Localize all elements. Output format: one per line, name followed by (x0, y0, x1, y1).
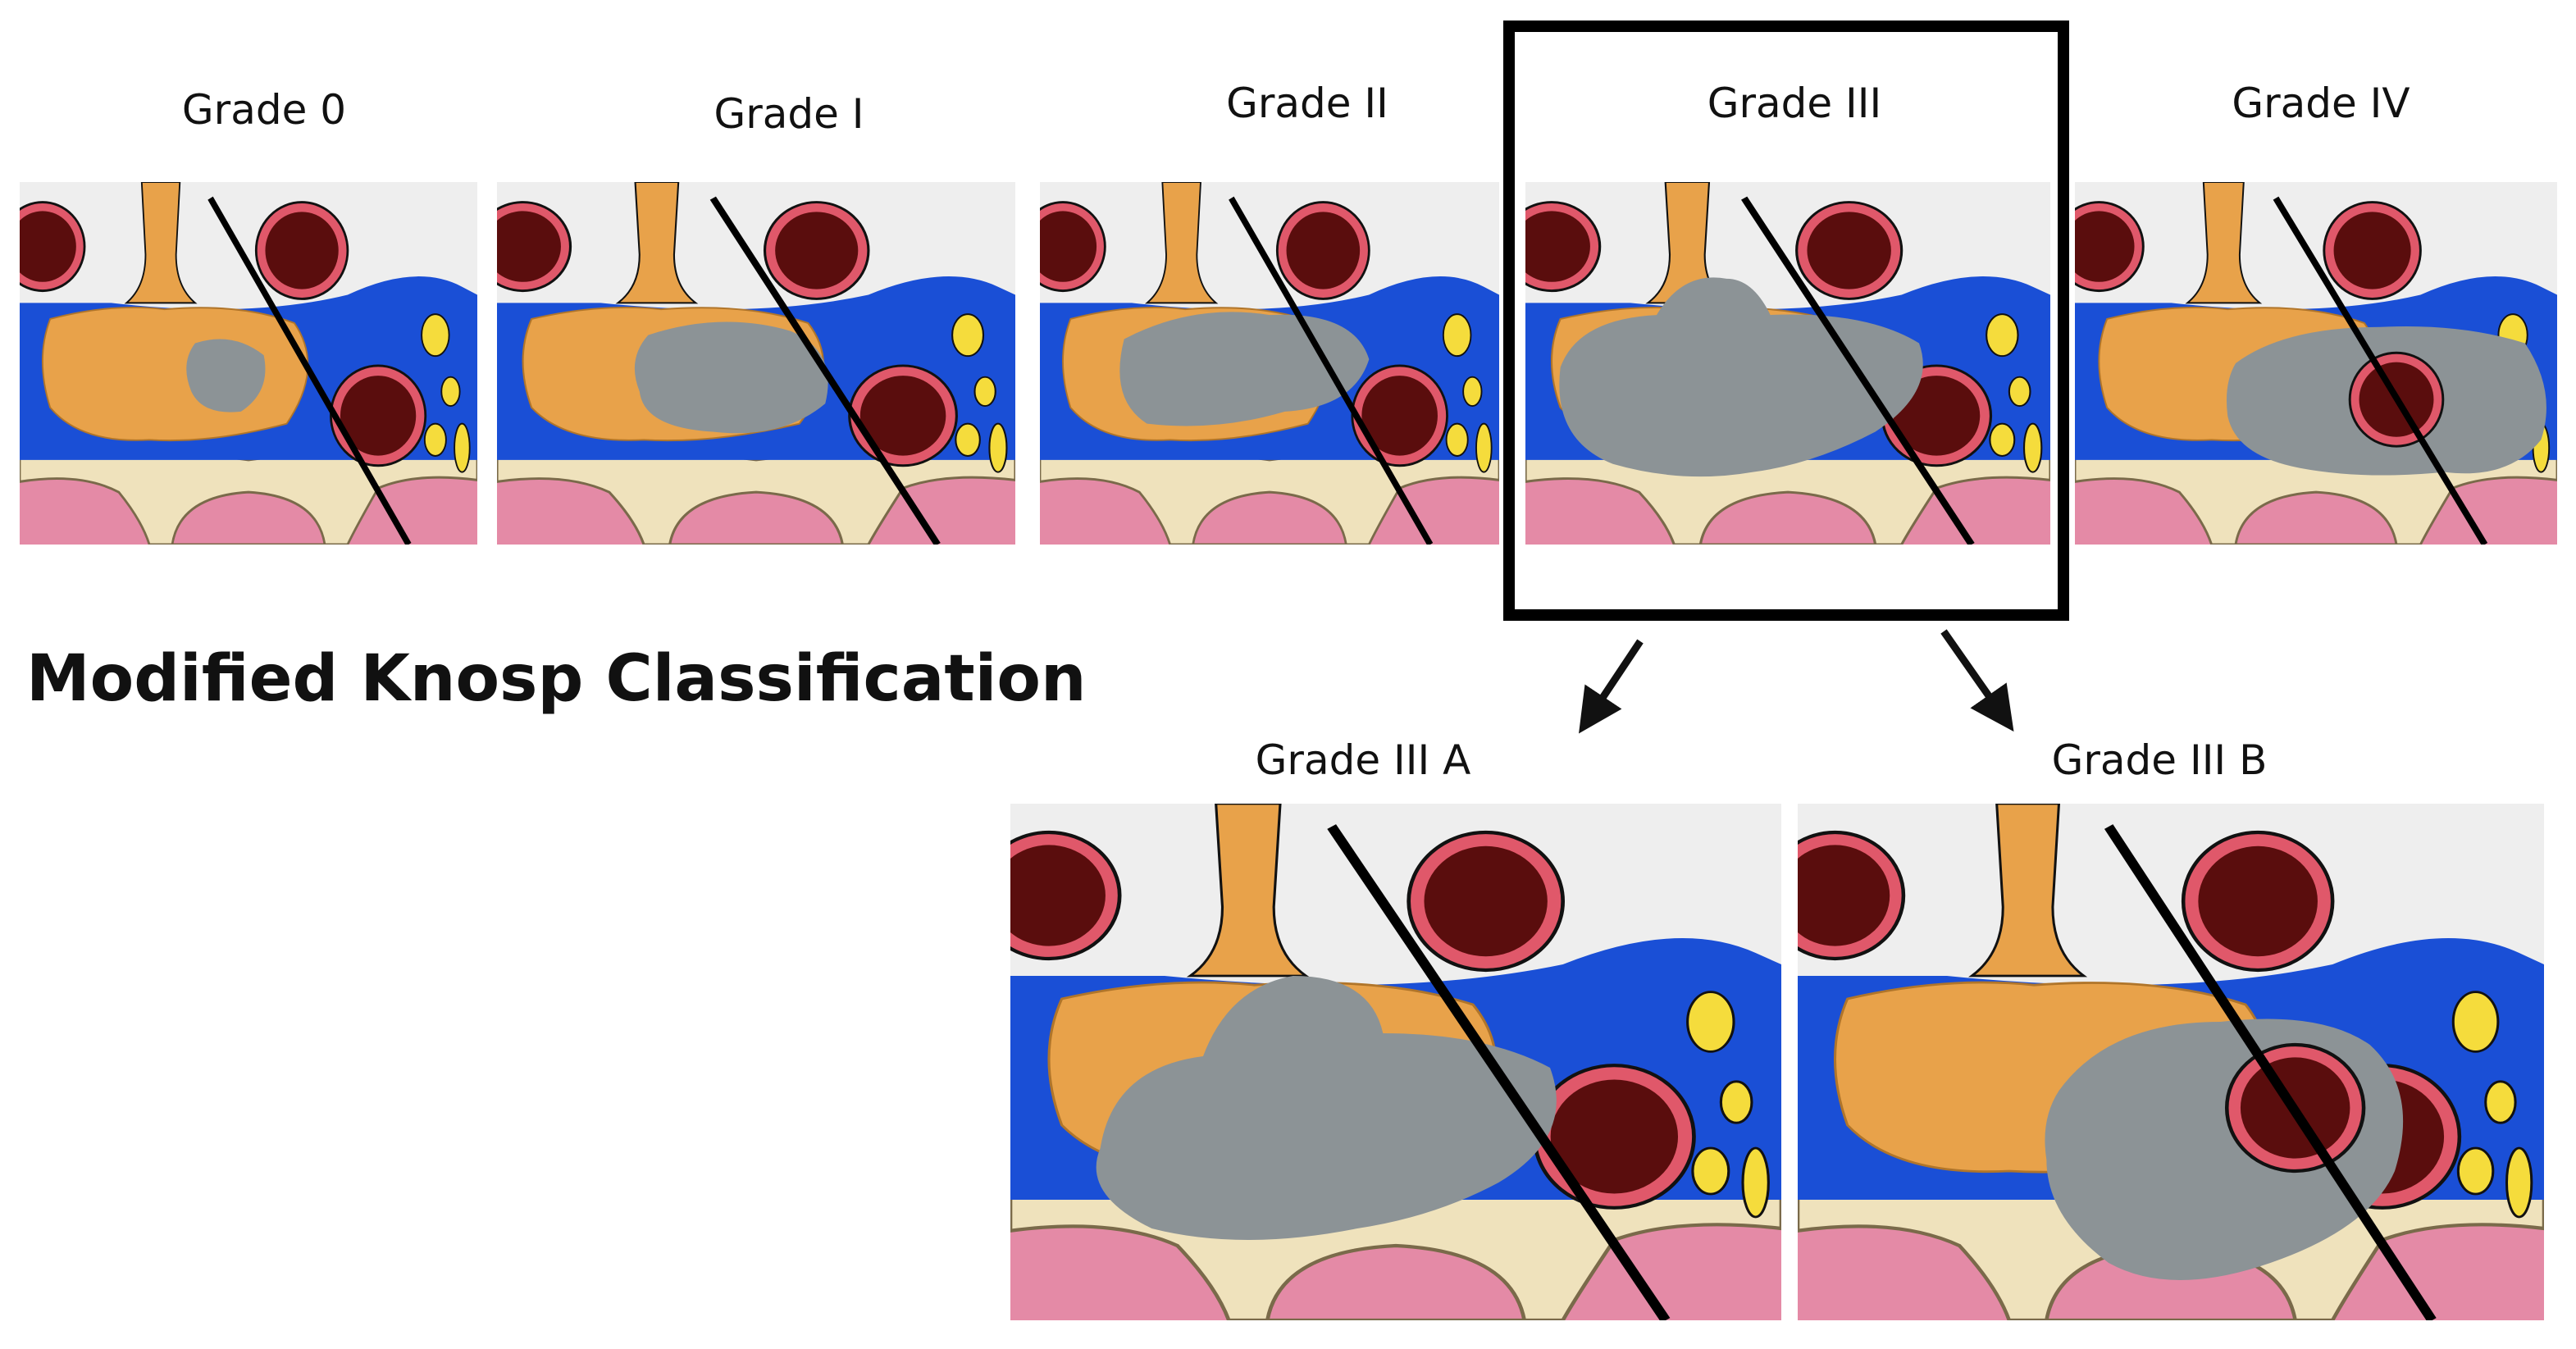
pituitary-stalk (615, 182, 699, 304)
panel-grade-0 (20, 182, 477, 545)
cranial-nerve-3 (2456, 1146, 2495, 1196)
carotid-left-upper-lumen (1040, 211, 1097, 282)
sphenoid-sinus-center (171, 490, 326, 545)
cranial-nerve-2 (1719, 1080, 1753, 1124)
intercarotid-line (2273, 196, 2488, 545)
illustration-grade-0 (20, 182, 477, 545)
carotid-left-upper-lumen (1798, 845, 1890, 946)
illustration-grade-3 (1525, 182, 2050, 545)
carotid-supraclinoid-lumen (1807, 212, 1891, 289)
label-grade-3b: Grade III B (2051, 736, 2268, 784)
carotid-supraclinoid-lumen (1286, 212, 1361, 289)
carotid-left-upper-lumen (1525, 211, 1590, 282)
cranial-nerve-4 (454, 422, 471, 473)
carotid-left-upper-lumen (1010, 845, 1106, 946)
carotid-supraclinoid-lumen (1424, 845, 1548, 957)
cranial-nerve-2 (1462, 376, 1483, 408)
panel-grade-2 (1040, 182, 1499, 545)
sphenoid-sinus-center (1192, 490, 1347, 545)
sphenoid-sinus-center (1698, 490, 1877, 545)
carotid-supraclinoid-lumen (2198, 845, 2318, 957)
illustration-grade-1 (497, 182, 1015, 545)
sphenoid-sinus-center (1265, 1243, 1527, 1320)
pituitary-stalk (2185, 182, 2263, 304)
illustration-grade-2 (1040, 182, 1499, 545)
carotid-cavernous-lumen (1893, 376, 1981, 456)
sphenoid-sinus-center (668, 490, 844, 545)
cranial-nerve-4 (1741, 1146, 1770, 1219)
intercarotid-line (1229, 196, 1434, 545)
intercarotid-line (1327, 824, 1671, 1320)
label-grade-3a: Grade III A (1255, 736, 1471, 784)
cranial-nerve-4 (1475, 422, 1493, 473)
cranial-nerve-2 (2484, 1080, 2517, 1124)
figure-heading: Modified Knosp Classification (26, 642, 1087, 716)
carotid-supraclinoid-lumen (775, 212, 859, 289)
cranial-nerve-1 (1686, 991, 1735, 1053)
label-grade-1: Grade I (714, 90, 864, 138)
grade-3-highlight-box (1503, 21, 2069, 621)
arrow-to-grade-3b (1940, 629, 2014, 732)
sphenoid-sinus-center (2234, 490, 2398, 545)
pituitary-stalk (1968, 804, 2088, 978)
cranial-nerve-3 (955, 422, 981, 457)
panel-grade-3 (1525, 182, 2050, 545)
cranial-nerve-1 (421, 313, 450, 358)
intercarotid-line (709, 196, 941, 545)
carotid-left-upper-lumen (20, 211, 76, 282)
cranial-nerve-3 (1989, 422, 2016, 457)
illustration-grade-3a (1010, 804, 1781, 1320)
cranial-nerve-3 (423, 422, 447, 457)
cranial-nerve-3 (1691, 1146, 1730, 1196)
carotid-supraclinoid-lumen (265, 212, 339, 289)
pituitary-stalk (1145, 182, 1219, 304)
cranial-nerve-4 (2505, 1146, 2533, 1219)
arrow-to-grade-3a (1579, 639, 1644, 734)
carotid-cavernous-lumen (859, 376, 946, 456)
pituitary-stalk (124, 182, 198, 304)
panel-grade-3b (1798, 804, 2544, 1320)
cranial-nerve-2 (973, 376, 996, 408)
adenoma (1119, 312, 1370, 426)
cranial-nerve-1 (2451, 991, 2500, 1053)
carotid-cavernous-lumen (340, 376, 417, 456)
cranial-nerve-1 (1986, 313, 2019, 358)
intercarotid-line (1741, 196, 1975, 545)
cranial-nerve-4 (988, 422, 1008, 473)
label-grade-3: Grade III (1707, 80, 1882, 127)
label-grade-4: Grade IV (2232, 80, 2410, 127)
adenoma (1096, 976, 1557, 1240)
panel-grade-3a (1010, 804, 1781, 1320)
illustration-grade-4 (2075, 182, 2557, 545)
carotid-cavernous-lumen (1550, 1079, 1679, 1194)
pituitary-stalk (1186, 804, 1310, 978)
label-grade-2: Grade II (1226, 80, 1388, 127)
cranial-nerve-2 (440, 376, 461, 408)
intercarotid-line (207, 196, 412, 545)
intercarotid-line (2104, 824, 2437, 1320)
panel-grade-1 (497, 182, 1015, 545)
carotid-left-upper-lumen (497, 211, 561, 282)
cranial-nerve-3 (1445, 422, 1469, 457)
cranial-nerve-4 (2022, 422, 2043, 473)
cranial-nerve-1 (951, 313, 985, 358)
cranial-nerve-2 (2008, 376, 2031, 408)
panel-grade-4 (2075, 182, 2557, 545)
illustration-grade-3b (1798, 804, 2544, 1320)
label-grade-0: Grade 0 (181, 86, 347, 134)
carotid-cavernous-lumen (1361, 376, 1438, 456)
carotid-left-upper-lumen (2075, 211, 2135, 282)
cranial-nerve-1 (1442, 313, 1472, 358)
adenoma (186, 339, 266, 412)
carotid-supraclinoid-lumen (2333, 212, 2411, 289)
adenoma (634, 321, 828, 434)
